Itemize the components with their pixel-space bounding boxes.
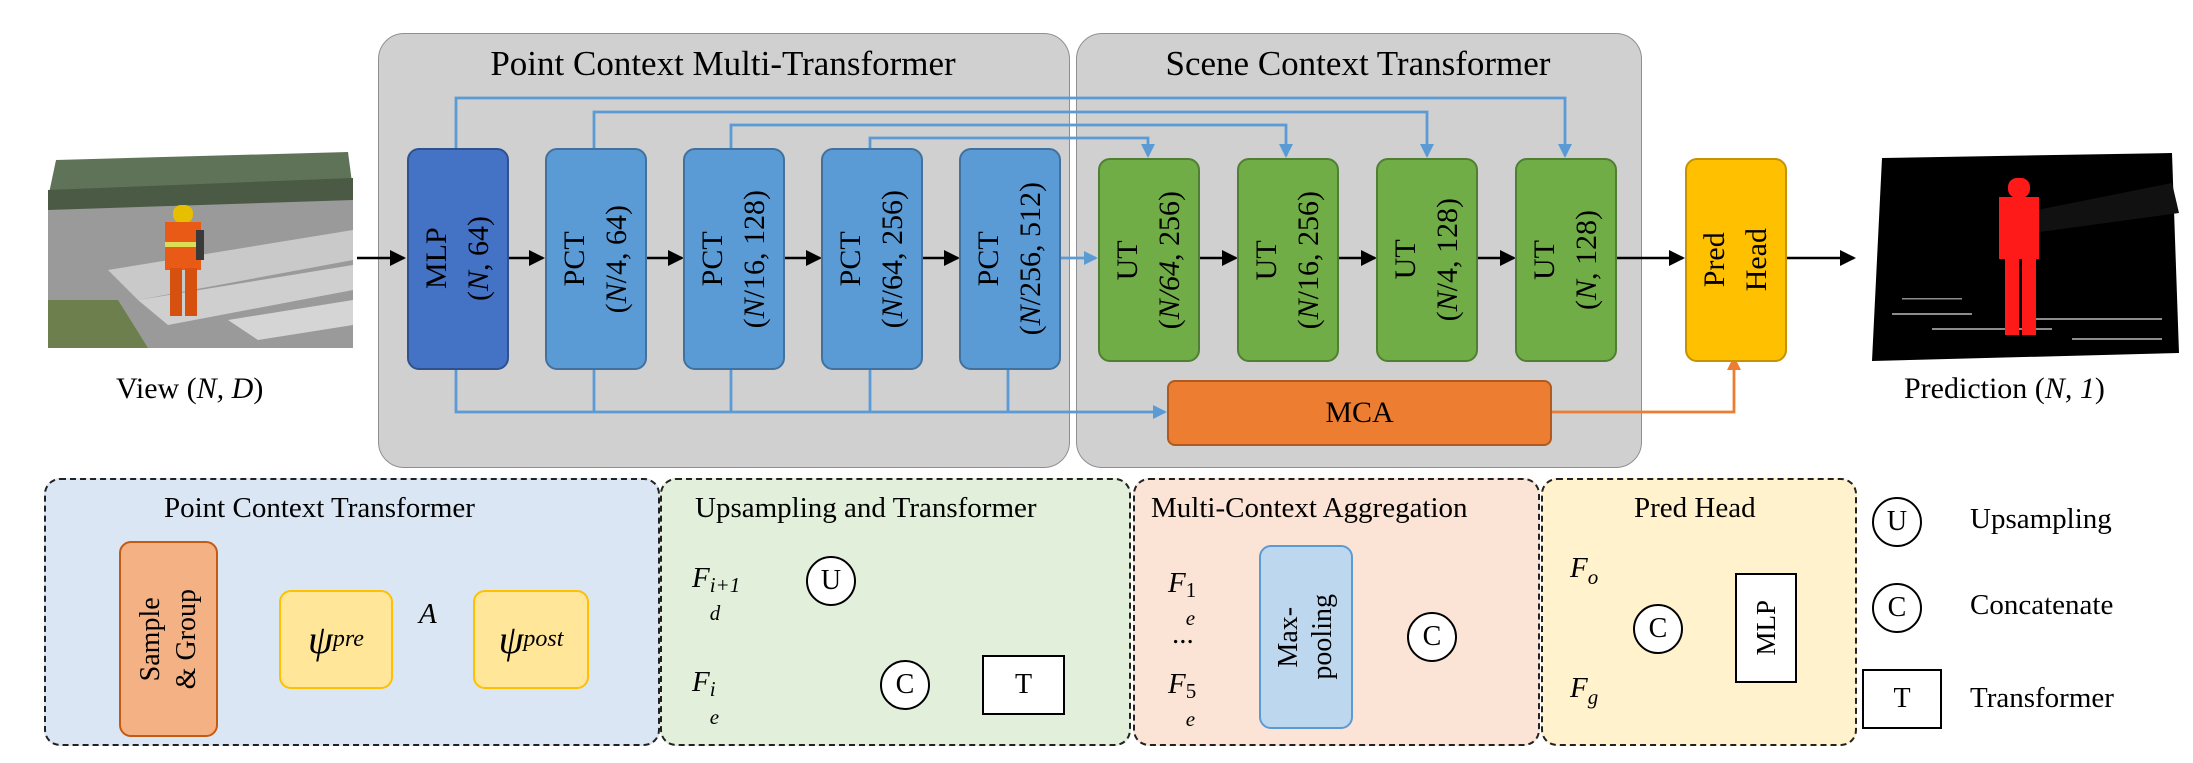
legend-transformer-symbol: T xyxy=(1862,669,1942,729)
legend-concatenate-label: Concatenate xyxy=(1970,589,2114,621)
mca-block[interactable]: MCA xyxy=(1167,380,1552,446)
panel-mca-title: Multi-Context Aggregation xyxy=(1151,492,1468,524)
pred-concat-node: C xyxy=(1633,604,1683,654)
pct-block-2[interactable]: PCT(N/16, 128) xyxy=(683,148,785,370)
ut-block-4[interactable]: UT(N, 128) xyxy=(1515,158,1617,362)
panel-pred-head-title: Pred Head xyxy=(1634,492,1756,524)
pct-block-4[interactable]: PCT(N/256, 512) xyxy=(959,148,1061,370)
view-label: View (N, D) xyxy=(116,372,264,405)
mca-concat-node: C xyxy=(1407,612,1457,662)
feature-fo-label: Fo xyxy=(1570,552,1599,589)
ut-block-2[interactable]: UT(N/16, 256) xyxy=(1237,158,1339,362)
pct-block-1[interactable]: PCT(N/4, 64) xyxy=(545,148,647,370)
scene-context-title: Scene Context Transformer xyxy=(1165,44,1551,83)
prediction-image xyxy=(1872,153,2179,361)
sample-group-block[interactable]: Sample& Group xyxy=(119,541,218,737)
pred-mlp-box: MLP xyxy=(1735,573,1797,683)
legend-concatenate-symbol: C xyxy=(1872,583,1922,633)
transformer-box: T xyxy=(982,655,1065,715)
attention-label-a: A xyxy=(419,598,437,630)
legend-upsampling-label: Upsampling xyxy=(1970,503,2112,535)
ellipsis-dots: ... xyxy=(1172,618,1194,650)
ut-block-1[interactable]: UT(N/64, 256) xyxy=(1098,158,1200,362)
maxpooling-block[interactable]: Max-pooling xyxy=(1259,545,1353,729)
panel-pct-title: Point Context Transformer xyxy=(164,492,475,524)
mlp-block[interactable]: MLP(N, 64) xyxy=(407,148,509,370)
ut-block-3[interactable]: UT(N/4, 128) xyxy=(1376,158,1478,362)
feature-fg-label: Fg xyxy=(1570,672,1599,709)
pct-block-3[interactable]: PCT(N/64, 256) xyxy=(821,148,923,370)
concat-node: C xyxy=(880,660,930,710)
legend-upsampling-symbol: U xyxy=(1872,497,1922,547)
input-view-image xyxy=(48,150,353,348)
panel-upsampling-title: Upsampling and Transformer xyxy=(695,492,1037,524)
panel-pred-head xyxy=(1541,478,1857,746)
point-context-title: Point Context Multi-Transformer xyxy=(490,44,956,83)
prediction-label: Prediction (N, 1) xyxy=(1904,372,2105,405)
upsampling-node: U xyxy=(806,556,856,606)
legend-transformer-label: Transformer xyxy=(1970,682,2114,714)
